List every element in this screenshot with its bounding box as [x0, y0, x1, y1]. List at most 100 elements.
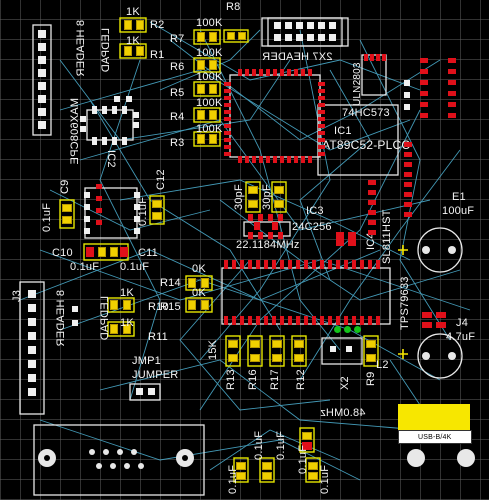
- pad: [188, 300, 196, 310]
- pad: [240, 260, 244, 269]
- pad: [368, 220, 376, 225]
- pad: [136, 20, 144, 30]
- label-1k-b: 1K: [126, 35, 140, 47]
- pad: [280, 156, 284, 163]
- pad: [124, 46, 132, 56]
- label-r17: R17: [269, 369, 281, 390]
- label-01uf-a: 0.1uF: [41, 202, 53, 232]
- label-r4: R4: [170, 111, 185, 123]
- label-01uf-b: 0.1uF: [137, 196, 149, 226]
- pad: [232, 260, 236, 269]
- pad: [245, 156, 249, 163]
- label-c11: C11: [138, 247, 158, 259]
- label-r14: R14: [160, 277, 181, 289]
- j4-outline: [417, 333, 463, 379]
- pad: [268, 214, 273, 221]
- pad: [96, 196, 102, 201]
- label-jumper: JUMPER: [132, 369, 179, 381]
- pad: [240, 316, 244, 325]
- label-x2: X2: [339, 376, 351, 390]
- via: [334, 326, 341, 333]
- pad: [318, 96, 325, 100]
- pad: [224, 89, 231, 93]
- pad: [209, 32, 217, 42]
- label-100k-1: 100K: [196, 17, 223, 29]
- label-header-top: 2X7 HEADER: [262, 51, 333, 63]
- label-ledpad-a: LEDPAD: [100, 28, 112, 73]
- pad: [318, 103, 325, 107]
- pad: [382, 54, 386, 61]
- pad: [368, 200, 376, 205]
- pad: [420, 58, 428, 63]
- x2-outline: [321, 337, 363, 365]
- pad: [224, 103, 231, 107]
- pad: [252, 69, 256, 76]
- label-sl811: SL811HST: [381, 209, 393, 264]
- label-header8-top: 8 HEADER: [75, 20, 87, 77]
- pad: [352, 316, 356, 325]
- pad: [62, 204, 72, 212]
- pad: [448, 91, 456, 96]
- pad: [248, 260, 252, 269]
- pad: [448, 58, 456, 63]
- pad: [259, 69, 263, 76]
- pad: [404, 162, 412, 167]
- label-r2: R2: [150, 19, 165, 31]
- label-74hc573: 74HC573: [342, 107, 390, 119]
- pad: [272, 354, 282, 362]
- pad: [152, 212, 162, 220]
- pad: [301, 156, 305, 163]
- pad: [272, 260, 276, 269]
- pad: [448, 113, 456, 118]
- pad: [304, 316, 308, 325]
- pad: [268, 232, 273, 239]
- pad: [287, 69, 291, 76]
- pad: [404, 142, 412, 147]
- pad: [262, 472, 272, 480]
- label-r6: R6: [170, 61, 185, 73]
- pad: [404, 172, 412, 177]
- header-left-pins: [38, 30, 46, 129]
- pad: [294, 69, 298, 76]
- pad: [224, 117, 231, 121]
- pad: [266, 69, 270, 76]
- label-01uf-h: 0.1uF: [297, 444, 309, 474]
- pad: [248, 316, 252, 325]
- pad: [224, 96, 231, 100]
- label-48mhz: 48.0MHz: [320, 407, 366, 419]
- pad: [344, 316, 348, 325]
- usb-connector-outline: [33, 424, 205, 496]
- pad: [259, 156, 263, 163]
- pad: [420, 113, 428, 118]
- pad: [96, 184, 102, 189]
- pad: [288, 316, 292, 325]
- pad: [294, 354, 304, 362]
- pad: [318, 145, 325, 149]
- ic3-outline: [243, 221, 291, 237]
- label-c9: C9: [59, 179, 71, 194]
- pad: [98, 247, 106, 257]
- label-ledpad-b: LEDPAD: [99, 296, 111, 341]
- pad: [448, 69, 456, 74]
- pad: [296, 260, 300, 269]
- pad: [368, 190, 376, 195]
- pad: [272, 340, 282, 348]
- label-e1: E1: [452, 191, 466, 203]
- pad: [404, 152, 412, 157]
- pad: [318, 131, 325, 135]
- label-01uf-d: 0.1uF: [120, 261, 150, 273]
- pad: [256, 260, 260, 269]
- label-uln2803: ULN2803: [352, 62, 363, 106]
- pad: [96, 220, 102, 225]
- pad: [248, 186, 258, 194]
- usb-b-label-box: [398, 430, 472, 444]
- usb-badge-text: USB-B/4K: [418, 434, 452, 441]
- pad: [280, 260, 284, 269]
- pad: [272, 316, 276, 325]
- label-ic1: IC1: [334, 125, 352, 137]
- label-30pf-b: 30pF: [261, 184, 273, 210]
- label-c12: C12: [155, 169, 167, 190]
- pad: [376, 54, 380, 61]
- label-0k-a: 0K: [192, 263, 206, 275]
